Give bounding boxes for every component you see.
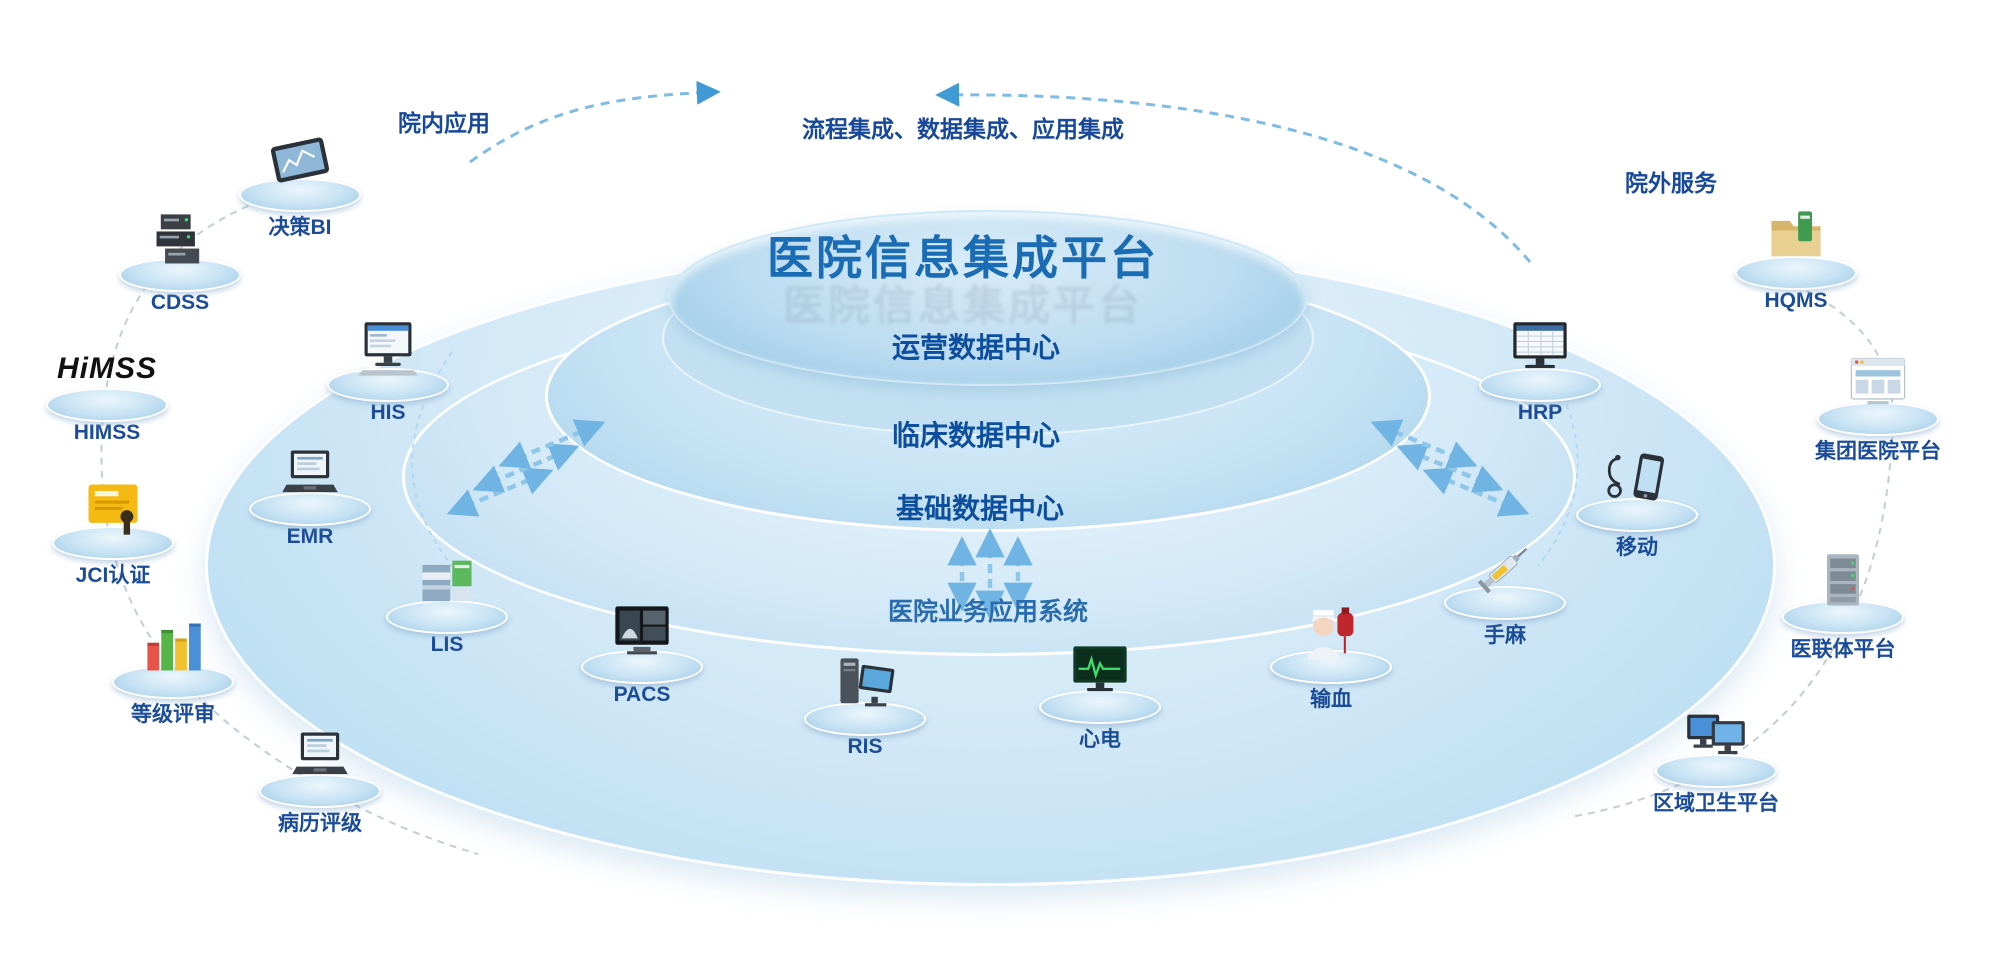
folder-icon — [1771, 211, 1821, 257]
tier-label-basic: 基础数据中心 — [895, 493, 1065, 524]
tier-1-cap-ellipse — [668, 210, 1308, 386]
node-label: 区域卫生平台 — [1653, 792, 1779, 815]
platform-ellipse — [1444, 586, 1566, 620]
left-outer-chain-line — [100, 184, 479, 855]
node-label: EMR — [286, 525, 334, 548]
spreadsheet-monitor-icon — [1513, 322, 1567, 369]
node-regional-health: 区域卫生平台 — [1628, 704, 1804, 817]
page-title: 医院信息集成平台 — [767, 232, 1159, 284]
node-hrp: HRP — [1452, 318, 1628, 425]
server-icon — [156, 214, 200, 264]
platform-ellipse — [386, 600, 508, 634]
node-lis: LIS — [359, 550, 535, 657]
node-label: RIS — [847, 735, 883, 758]
tablet-icon — [270, 137, 330, 183]
header-inside-apps: 院内应用 — [398, 110, 490, 136]
header-outside-services: 院外服务 — [1625, 170, 1717, 196]
node-hqms: HQMS — [1708, 206, 1884, 313]
node-label: HIMSS — [73, 421, 141, 444]
node-jci: JCI认证 — [25, 476, 201, 589]
storage-boxes-icon — [422, 560, 472, 602]
platform-ellipse — [1576, 498, 1698, 532]
node-mobile: 移动 — [1549, 448, 1725, 561]
node-label: 移动 — [1616, 536, 1658, 559]
webpage-icon — [1850, 357, 1906, 405]
node-label: PACS — [613, 683, 671, 706]
node-cdss: CDSS — [92, 208, 268, 315]
node-himss: HiMSS HIMSS — [19, 338, 195, 445]
node-label: HQMS — [1764, 289, 1828, 312]
platform-ellipse — [581, 650, 703, 684]
node-transfusion: 输血 — [1243, 600, 1419, 713]
node-label: 集团医院平台 — [1815, 440, 1941, 463]
blood-transfusion-icon — [1307, 607, 1354, 660]
title-reflection: 医院信息集成平台 — [782, 282, 1144, 329]
right-top-arc-arrow — [935, 82, 1532, 263]
node-label: CDSS — [150, 291, 210, 314]
node-anesthesia: 手麻 — [1417, 536, 1593, 649]
platform-ellipse — [1039, 690, 1161, 724]
node-label: 病历评级 — [278, 812, 362, 835]
platform-ellipse — [1479, 368, 1601, 402]
node-decision-bi: 决策BI — [212, 128, 388, 241]
left-top-arc-arrow — [469, 80, 721, 164]
platform-ellipse — [52, 526, 174, 560]
xray-monitor-icon — [615, 606, 669, 655]
right-sync-arrows — [1370, 419, 1530, 517]
node-grade-review: 等级评审 — [85, 615, 261, 728]
node-label: 等级评审 — [131, 703, 215, 726]
node-emr: EMR — [222, 442, 398, 549]
platform-ellipse — [259, 774, 381, 808]
workstation-icon — [840, 658, 895, 707]
node-pacs: PACS — [554, 600, 730, 707]
bar-chart-icon — [147, 623, 201, 671]
mobile-stethoscope-icon — [1607, 453, 1665, 501]
syringe-icon — [1477, 547, 1528, 594]
node-label: 决策BI — [268, 216, 332, 239]
node-label: 医联体平台 — [1790, 638, 1896, 661]
dual-computers-icon — [1687, 714, 1745, 755]
tier-label-clinical: 临床数据中心 — [891, 420, 1061, 451]
rack-server-icon — [1827, 554, 1859, 606]
platform-ellipse — [1655, 754, 1777, 788]
node-label: HRP — [1517, 401, 1563, 424]
laptop-icon — [282, 450, 338, 493]
node-label: 手麻 — [1484, 624, 1526, 647]
platform-ellipse — [1817, 402, 1939, 436]
node-label: 输血 — [1310, 688, 1352, 711]
laptop-icon — [292, 732, 348, 775]
node-ecg: 心电 — [1012, 640, 1188, 753]
ecg-monitor-icon — [1073, 646, 1127, 692]
header-integration: 流程集成、数据集成、应用集成 — [802, 116, 1124, 142]
desktop-monitor-icon — [358, 322, 418, 376]
platform-ellipse — [119, 258, 241, 292]
node-medical-alliance: 医联体平台 — [1755, 550, 1931, 663]
tier-label-operations: 运营数据中心 — [891, 332, 1061, 363]
center-sync-arrows — [947, 528, 1033, 620]
node-label: JCI认证 — [75, 564, 151, 587]
node-label: HIS — [370, 401, 406, 424]
node-group-hospital: 集团医院平台 — [1790, 352, 1966, 465]
platform-ellipse — [46, 388, 168, 422]
platform-ellipse — [249, 492, 371, 526]
platform-ellipse — [804, 702, 926, 736]
tier-label-business-apps: 医院业务应用系统 — [887, 598, 1089, 626]
platform-ellipse — [1735, 256, 1857, 290]
platform-ellipse — [1782, 600, 1904, 634]
left-sync-arrows — [446, 419, 606, 517]
node-record-rating: 病历评级 — [232, 724, 408, 837]
himss-logo: HiMSS — [56, 352, 157, 385]
node-ris: RIS — [777, 652, 953, 759]
platform-ellipse — [239, 178, 361, 212]
certificate-icon — [88, 484, 138, 535]
node-label: LIS — [430, 633, 464, 656]
node-his: HIS — [300, 318, 476, 425]
node-label: 心电 — [1079, 728, 1121, 751]
